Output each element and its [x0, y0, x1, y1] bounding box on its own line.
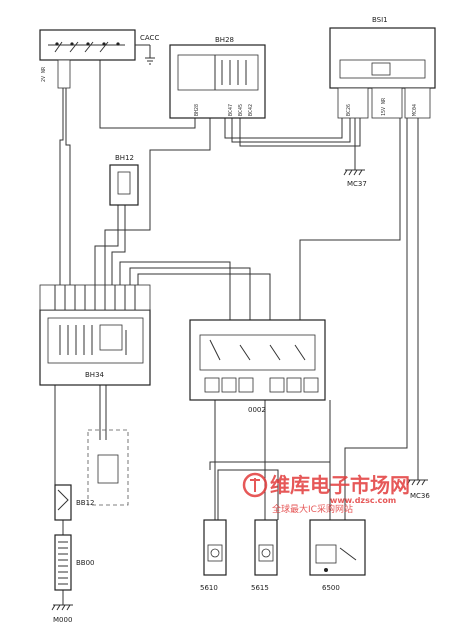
- cacc-label: CACC: [140, 34, 159, 42]
- wire-cacc-bh34: [59, 88, 64, 310]
- ground-mc36: MC36: [406, 479, 430, 500]
- component-bh28: BH28 BC47 BC45 BC42 BH28: [169, 36, 266, 119]
- component-6500: 6500: [309, 519, 366, 592]
- wire-bh28-bsi1-b: [231, 118, 351, 143]
- bh34-label: BH34: [85, 371, 105, 379]
- watermark-logo-icon: [242, 472, 268, 498]
- svg-text:MC04: MC04: [412, 104, 418, 116]
- wire-bh34-0002-c: [137, 273, 271, 320]
- bb00-label: BB00: [76, 559, 95, 567]
- wires: [54, 60, 419, 605]
- wire-bh28-bsi1-a: [224, 118, 343, 139]
- wire-cacc-bh34-b: [65, 88, 71, 310]
- 6500-label: 6500: [322, 584, 340, 592]
- bh12-label: BH12: [115, 154, 134, 162]
- watermark-slogan: 全球最大IC采购网站: [272, 503, 353, 515]
- svg-text:BC45: BC45: [238, 104, 244, 116]
- 5610-label: 5610: [200, 584, 218, 592]
- 0002-label: 0002: [248, 406, 266, 414]
- component-bb12: BB12: [54, 484, 95, 521]
- svg-text:BC47: BC47: [228, 104, 234, 116]
- component-bsi1: BSI1 BC26 15V NR MC04: [329, 16, 436, 119]
- svg-text:15V NR: 15V NR: [381, 97, 387, 116]
- component-bh12: BH12: [109, 154, 139, 206]
- wire-camera-bus: [209, 461, 331, 470]
- wire-bsi1-6500: [344, 118, 408, 520]
- wire-cacc-bh28: [99, 60, 196, 129]
- mc37-label: MC37: [347, 180, 367, 188]
- component-5610: 5610: [200, 519, 227, 592]
- wire-bh34-0002-b: [129, 267, 251, 320]
- mc36-label: MC36: [410, 492, 430, 500]
- bsi1-label: BSI1: [372, 16, 388, 24]
- bb12-label: BB12: [76, 499, 95, 507]
- wire-camera-bus-b: [217, 469, 279, 520]
- ground-m000: M000: [51, 604, 73, 624]
- component-5615: 5615: [251, 519, 278, 592]
- svg-text:2V NR: 2V NR: [41, 66, 47, 82]
- svg-text:BH28: BH28: [194, 104, 200, 116]
- wire-bh34-0002-a: [119, 261, 231, 320]
- wire-bh12-bh34-a: [94, 205, 119, 285]
- bh28-label: BH28: [215, 36, 234, 44]
- svg-text:BC26: BC26: [346, 104, 352, 116]
- wire-bh28-down: [104, 118, 211, 285]
- watermark-url: www.dzsc.com: [330, 496, 396, 505]
- component-bh34: BH34: [39, 284, 151, 386]
- wire-bh28-bsi1-c: [239, 118, 361, 147]
- ground-mc37: MC37: [343, 169, 367, 188]
- wire-bh12-bh34-b: [111, 205, 126, 285]
- 5615-label: 5615: [251, 584, 269, 592]
- watermark: 维库电子市场网 www.dzsc.com 全球最大IC采购网站: [242, 472, 410, 515]
- dashed-sub-block: [87, 429, 129, 506]
- wire-bsi1-0002: [299, 118, 401, 320]
- component-bb00: BB00: [54, 534, 95, 591]
- watermark-brand: 维库电子市场网: [270, 473, 410, 497]
- component-0002: 0002: [189, 319, 326, 414]
- svg-text:BC42: BC42: [248, 104, 254, 116]
- component-cacc: 2V NR CACC: [39, 29, 159, 89]
- m000-label: M000: [53, 616, 72, 624]
